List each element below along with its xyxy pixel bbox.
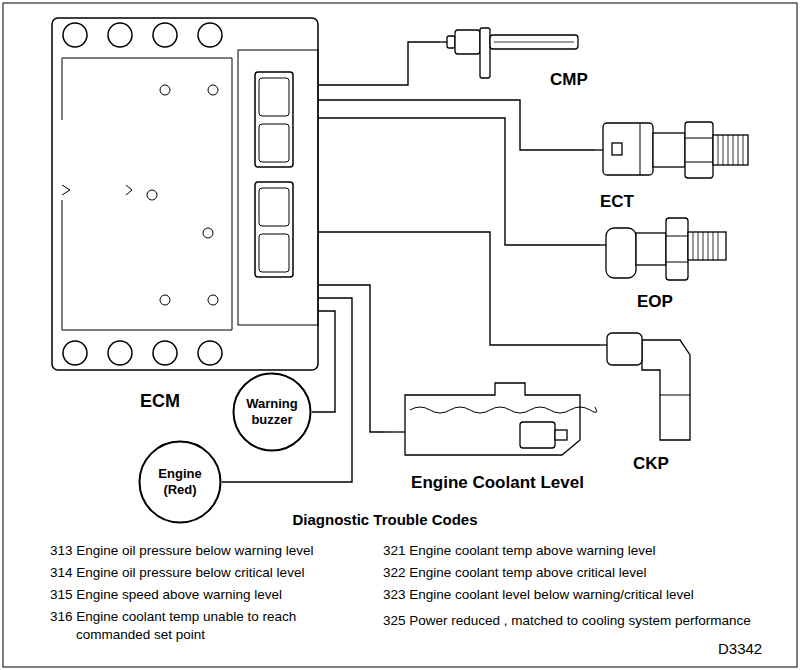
trouble-code: 322 Engine coolant temp above critical l… [383, 564, 646, 582]
ect-sensor-drawing-part [713, 135, 748, 165]
ect-sensor-drawing [595, 122, 748, 178]
ect-sensor-drawing-part [685, 138, 713, 139]
cmp-sensor-drawing-part [440, 41, 447, 42]
cmp-sensor-drawing-part [494, 42, 574, 43]
node-label: EOP [637, 292, 673, 312]
ckp-sensor-drawing-part [600, 344, 607, 345]
trouble-code: 323 Engine coolant level below warning/c… [383, 586, 694, 604]
ecm-drawing-part [208, 85, 218, 95]
ecm-drawing-part [255, 72, 293, 167]
ecm-drawing-part [160, 295, 170, 305]
engine-lamp-circle: Engine (Red) [138, 440, 222, 524]
ecm-drawing-part [198, 341, 222, 365]
ckp-sensor-drawing-part [660, 395, 690, 396]
trouble-code: 325 Power reduced , matched to cooling s… [383, 612, 751, 630]
figure-number: D3342 [718, 640, 762, 658]
coolant-level-sensor: Engine Coolant Level [385, 378, 610, 493]
coolant-tank-drawing-part [520, 422, 555, 448]
ect-sensor-drawing-part [718, 135, 743, 165]
trouble-code: 315 Engine speed above warning level [50, 586, 282, 604]
wire [318, 232, 600, 345]
eop-sensor-drawing-part [636, 233, 666, 265]
ect-sensor-drawing-part [685, 162, 713, 163]
circle-shape [234, 374, 311, 451]
ecm-drawing-part [198, 23, 222, 47]
ckp-sensor-drawing-part [642, 340, 690, 440]
eop-sensor-drawing-part [666, 218, 688, 280]
coolant-tank-drawing-part [405, 383, 580, 455]
ecm-drawing-part [62, 58, 232, 330]
wire [318, 42, 440, 85]
coolant-tank-drawing-part [385, 431, 405, 432]
cmp-sensor-drawing-part [447, 36, 455, 48]
frame [3, 3, 797, 667]
node-label: Warning buzzer [241, 396, 303, 427]
ecm-module: ECM [50, 15, 318, 412]
eop-sensor-drawing-part [688, 232, 726, 260]
trouble-code: 313 Engine oil pressure below warning le… [50, 542, 313, 560]
eop-sensor-drawing-part [606, 228, 636, 278]
ckp-sensor: CKP [600, 332, 710, 474]
node-label: CKP [633, 454, 669, 474]
ecm-drawing-part [63, 341, 87, 365]
eop-sensor: EOP [600, 212, 745, 312]
coolant-tank-drawing [385, 383, 597, 455]
circle-shape [140, 442, 221, 523]
cmp-sensor: CMP [440, 22, 605, 90]
ckp-sensor-drawing [600, 333, 690, 440]
ecm-drawing-part [108, 341, 132, 365]
eop-sensor-drawing [600, 218, 726, 280]
coolant-tank-drawing-part [555, 430, 567, 440]
eop-sensor-drawing-part [693, 232, 718, 260]
node-label: ECM [140, 391, 180, 412]
cmp-sensor-drawing-part [490, 35, 578, 49]
ect-sensor-drawing-part [640, 123, 641, 175]
heading: Diagnostic Trouble Codes [235, 511, 535, 529]
wire [318, 118, 600, 245]
warning-buzzer-circle: Warning buzzer [232, 372, 312, 452]
wire [318, 100, 595, 150]
ecm-drawing-part [108, 23, 132, 47]
eop-sensor-drawing-part [666, 262, 688, 263]
wire [222, 298, 352, 482]
ecm-drawing-part [255, 182, 293, 277]
wire [312, 311, 335, 412]
ecm-drawing-part [52, 18, 318, 370]
cmp-sensor-drawing-part [480, 28, 490, 78]
ecm-drawing-part [259, 124, 289, 162]
trouble-code: 314 Engine oil pressure below critical l… [50, 564, 304, 582]
ckp-sensor-drawing-part [607, 333, 642, 365]
ecm-drawing-part [203, 228, 213, 238]
ecm-drawing-part [259, 78, 289, 116]
trouble-code: 316 Engine coolant temp unable to reach … [50, 608, 351, 644]
ect-sensor-drawing-part [685, 122, 713, 178]
ecm-drawing-part [153, 23, 177, 47]
ect-sensor-drawing-part [612, 143, 622, 155]
node-label: Engine (Red) [149, 466, 211, 497]
ect-sensor: ECT [595, 115, 750, 212]
ecm-drawing-part [238, 50, 318, 325]
cmp-sensor-drawing-part [455, 30, 480, 54]
ect-sensor-drawing-part [653, 133, 685, 167]
ecm-drawing-part [259, 188, 289, 226]
ecm-drawing-part [147, 190, 157, 200]
trouble-code: 321 Engine coolant temp above warning le… [383, 542, 655, 560]
ect-sensor-drawing-part [595, 149, 603, 150]
ecm-drawing-part [259, 234, 289, 272]
coolant-tank-drawing-part [410, 407, 597, 413]
ecm-drawing-part [126, 185, 132, 195]
ecm-drawing-part [63, 23, 87, 47]
ecm-drawing-part [160, 85, 170, 95]
eop-sensor-drawing-part [666, 236, 688, 237]
node-label: ECT [600, 192, 634, 212]
node-label: Engine Coolant Level [411, 473, 584, 493]
ecm-drawing-part [208, 295, 218, 305]
ecm-drawing [52, 18, 318, 370]
node-label: CMP [550, 70, 588, 90]
ecm-drawing-part [62, 185, 70, 195]
eop-sensor-drawing-part [600, 244, 606, 245]
ecm-drawing-part [153, 341, 177, 365]
ect-sensor-drawing-part [603, 123, 653, 175]
